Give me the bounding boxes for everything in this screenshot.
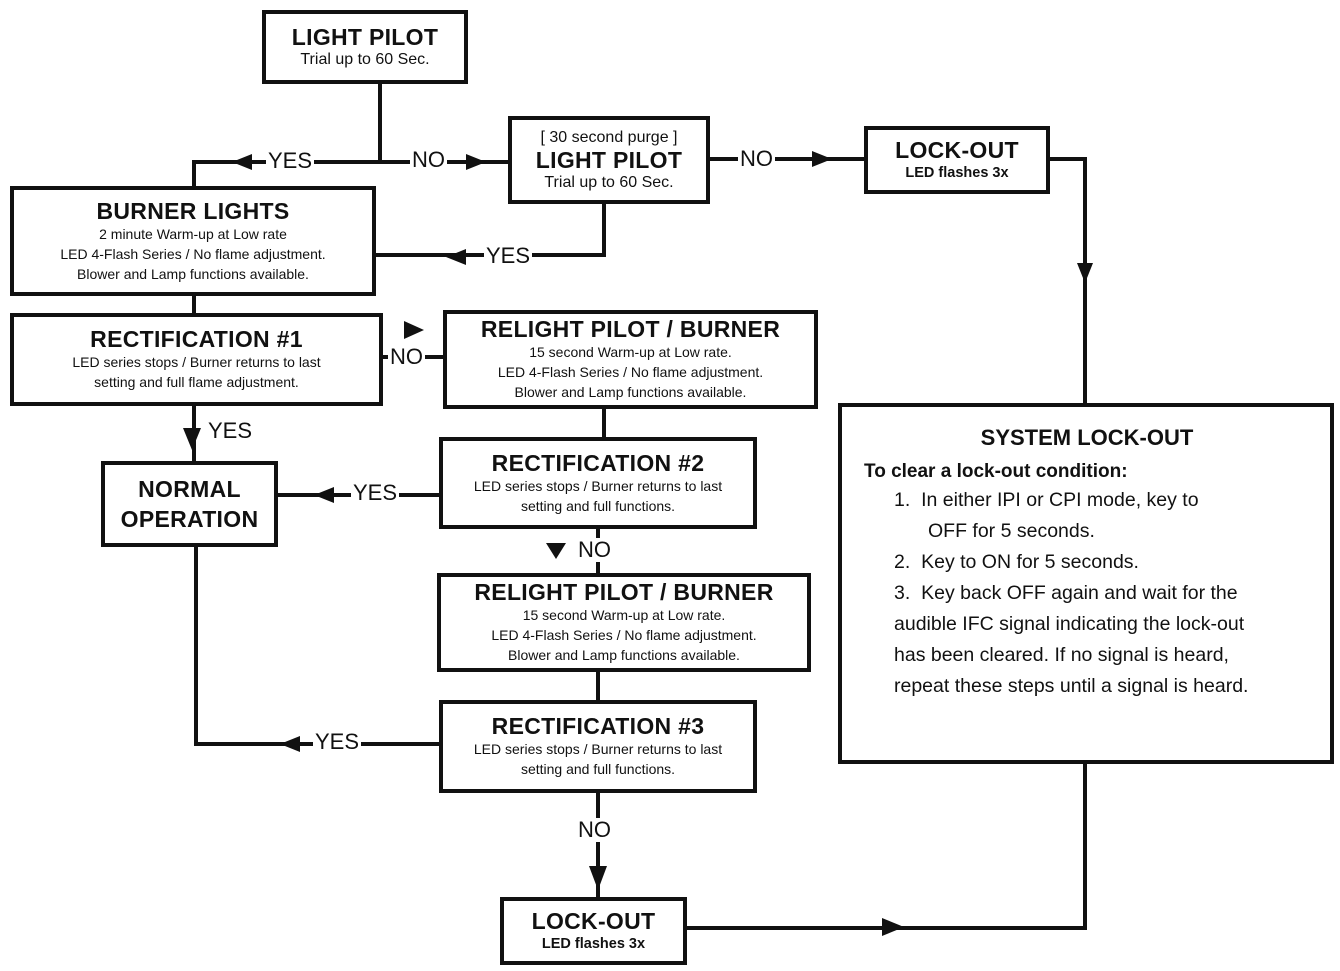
yes-label: YES	[313, 729, 362, 754]
normal-operation-box: NORMAL OPERATION	[101, 461, 278, 547]
yes-label: YES	[351, 480, 400, 505]
yes-label: YES	[266, 148, 315, 173]
no-label: NO	[576, 817, 613, 842]
relight-pilot-burner-box: RELIGHT PILOT / BURNER 15 second Warm-up…	[443, 310, 818, 409]
step-2: 2. Key to ON for 5 seconds.	[864, 547, 1310, 578]
step-number: 2.	[894, 551, 911, 573]
node-subtitle: LED flashes 3x	[905, 164, 1009, 181]
node-text: Blower and Lamp functions available.	[508, 647, 740, 663]
node-text: Trial up to 60 Sec.	[300, 50, 430, 68]
node-text: Trial up to 60 Sec.	[544, 173, 674, 191]
node-title: RECTIFICATION #1	[90, 326, 303, 352]
node-text: 2 minute Warm-up at Low rate	[99, 225, 287, 242]
node-title: LIGHT PILOT	[535, 146, 683, 173]
lockout-box: LOCK-OUT LED flashes 3x	[864, 126, 1050, 194]
yes-label: YES	[484, 243, 533, 268]
node-text: LED series stops / Burner returns to las…	[72, 354, 321, 370]
yes-label: YES	[206, 418, 255, 443]
rectification-3-box: RECTIFICATION #3 LED series stops / Burn…	[439, 700, 757, 793]
node-title: RELIGHT PILOT / BURNER	[480, 316, 781, 342]
step-3-cont: audible IFC signal indicating the lock-o…	[894, 613, 1245, 635]
step-text: Key to ON for 5 seconds.	[921, 551, 1139, 573]
lockout-box: LOCK-OUT LED flashes 3x	[500, 897, 687, 965]
node-text: 15 second Warm-up at Low rate.	[522, 607, 726, 623]
node-title: SYSTEM LOCK-OUT	[980, 425, 1194, 450]
step-3-cont: has been cleared. If no signal is heard,	[894, 644, 1229, 666]
burner-lights-box: BURNER LIGHTS 2 minute Warm-up at Low ra…	[10, 186, 376, 296]
relight-pilot-burner-box: RELIGHT PILOT / BURNER 15 second Warm-up…	[437, 573, 811, 672]
step-1: 1. In either IPI or CPI mode, key to	[864, 485, 1310, 516]
node-text: Blower and Lamp functions available.	[514, 384, 747, 400]
step-text: In either IPI or CPI mode, key to	[921, 489, 1199, 511]
step-3-cont: repeat these steps until a signal is hea…	[894, 675, 1249, 697]
no-label: NO	[738, 146, 775, 171]
node-text: Blower and Lamp functions available.	[77, 265, 309, 282]
node-text: setting and full functions.	[520, 761, 676, 777]
node-title: RECTIFICATION #2	[491, 449, 705, 476]
node-title: LIGHT PILOT	[291, 23, 439, 50]
node-text: setting and full flame adjustment.	[94, 374, 299, 390]
node-text: LED 4-Flash Series / No flame adjustment…	[60, 245, 326, 262]
system-lockout-box: SYSTEM LOCK-OUT To clear a lock-out cond…	[838, 403, 1334, 764]
node-text: LED series stops / Burner returns to las…	[473, 477, 723, 494]
rectification-1-box: RECTIFICATION #1 LED series stops / Burn…	[10, 313, 383, 406]
node-subtitle: LED flashes 3x	[541, 935, 646, 952]
light-pilot-retry-box: [ 30 second purge ] LIGHT PILOT Trial up…	[508, 116, 710, 204]
node-title: NORMAL	[138, 476, 241, 502]
step-number: 1.	[894, 489, 911, 511]
node-title: LOCK-OUT	[895, 136, 1019, 163]
node-title: RELIGHT PILOT / BURNER	[474, 579, 774, 605]
node-title: BURNER LIGHTS	[96, 197, 290, 224]
no-label: NO	[388, 344, 425, 369]
node-text: setting and full functions.	[520, 497, 676, 514]
node-pretext: [ 30 second purge ]	[540, 128, 678, 146]
node-subtitle: To clear a lock-out condition:	[864, 461, 1128, 482]
node-text: LED series stops / Burner returns to las…	[473, 741, 723, 757]
no-label: NO	[410, 147, 447, 172]
node-title: LOCK-OUT	[531, 907, 656, 934]
rectification-2-box: RECTIFICATION #2 LED series stops / Burn…	[439, 437, 757, 529]
step-3: 3. Key back OFF again and wait for the	[864, 578, 1310, 609]
no-label: NO	[576, 537, 613, 562]
step-1-cont: OFF for 5 seconds.	[928, 520, 1095, 542]
node-title: RECTIFICATION #3	[491, 713, 705, 739]
node-text: LED 4-Flash Series / No flame adjustment…	[497, 364, 764, 380]
step-number: 3.	[894, 582, 911, 604]
node-text: 15 second Warm-up at Low rate.	[529, 344, 732, 360]
light-pilot-box: LIGHT PILOT Trial up to 60 Sec.	[262, 10, 468, 84]
step-text: Key back OFF again and wait for the	[921, 582, 1238, 604]
node-text: LED 4-Flash Series / No flame adjustment…	[491, 627, 757, 643]
node-title: OPERATION	[120, 506, 259, 532]
